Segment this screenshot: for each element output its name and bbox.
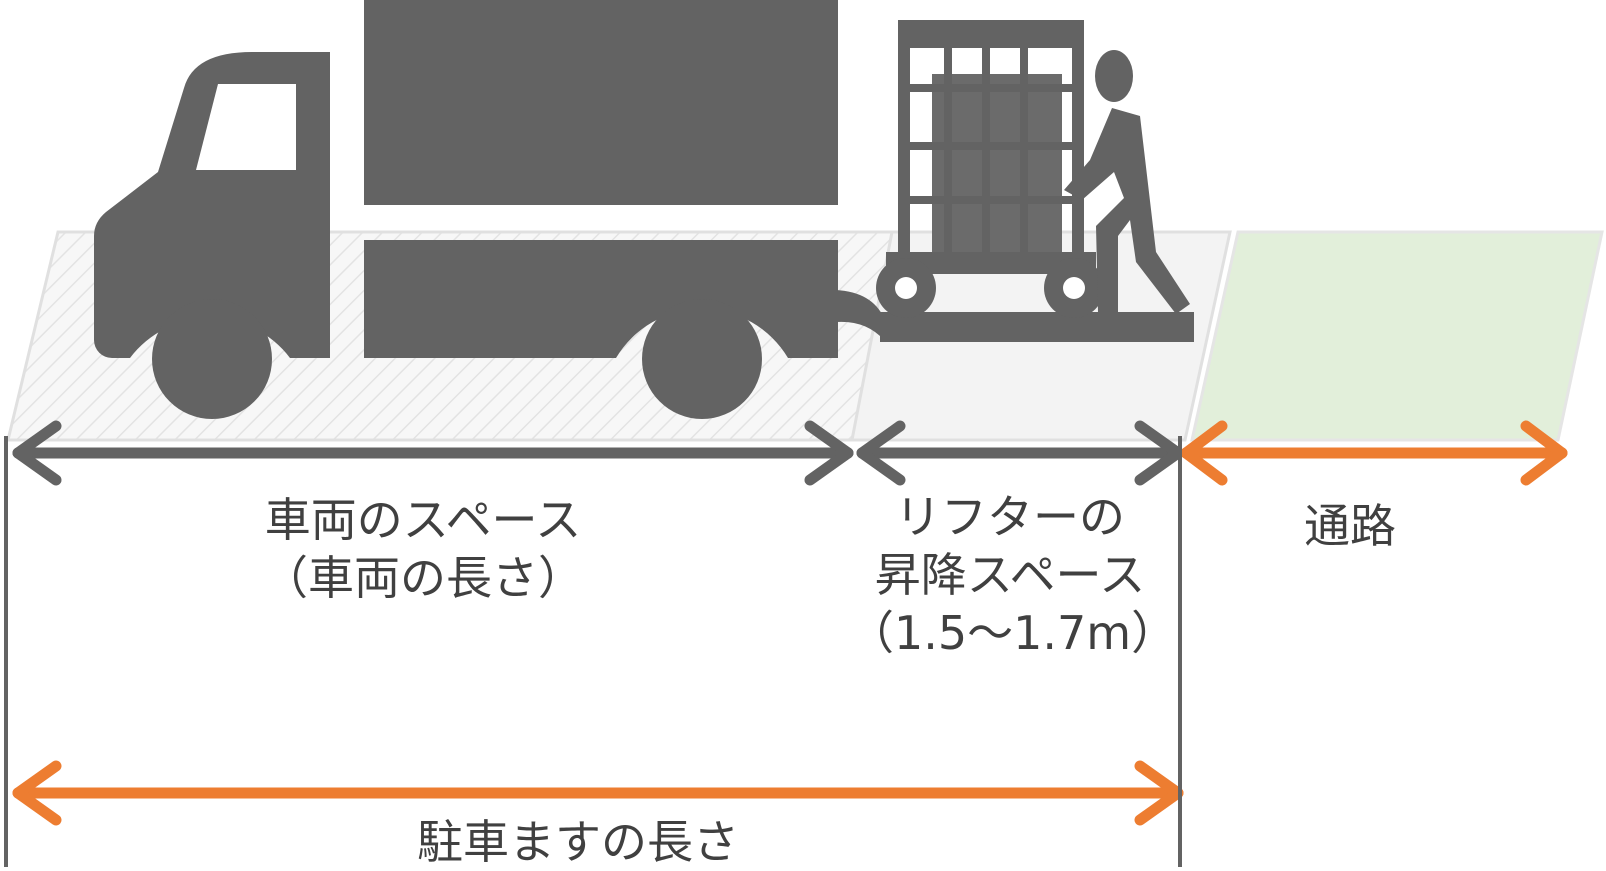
vehicle-length-label: （車両の長さ）: [262, 551, 584, 605]
cart-top-rail: [898, 20, 1084, 48]
lifter-range-label: （1.5〜1.7m）: [848, 606, 1178, 660]
roll-cage-cart-icon: [876, 20, 1104, 318]
truck-window: [196, 84, 296, 170]
aisle-label: 通路: [1304, 499, 1396, 553]
cart-base: [886, 252, 1096, 274]
truck-chassis: [364, 240, 838, 358]
worker-head: [1095, 50, 1133, 102]
vehicle-space-dimension-arrow: [12, 420, 854, 486]
lifter-label-line1: リフターの: [895, 490, 1125, 544]
worker-body: [1064, 108, 1190, 314]
front-wheel: [152, 299, 272, 419]
truck-cargo-box: [364, 0, 838, 205]
truck-icon: [94, 0, 884, 419]
tail-lift-platform-icon: [880, 312, 1194, 342]
cart-load: [932, 74, 1062, 256]
lifter-label-line2: 昇降スペース: [874, 548, 1146, 602]
rear-wheel: [642, 299, 762, 419]
aisle-zone: [1190, 230, 1604, 442]
aisle-dimension-arrow: [1180, 420, 1568, 486]
vehicle-space-label: 車両のスペース: [264, 493, 582, 547]
lift-hinge: [836, 290, 884, 340]
parking-length-label: 駐車ますの長さ: [417, 815, 739, 869]
worker-icon: [1064, 50, 1190, 314]
parking-length-dimension-arrow: [12, 760, 1184, 826]
